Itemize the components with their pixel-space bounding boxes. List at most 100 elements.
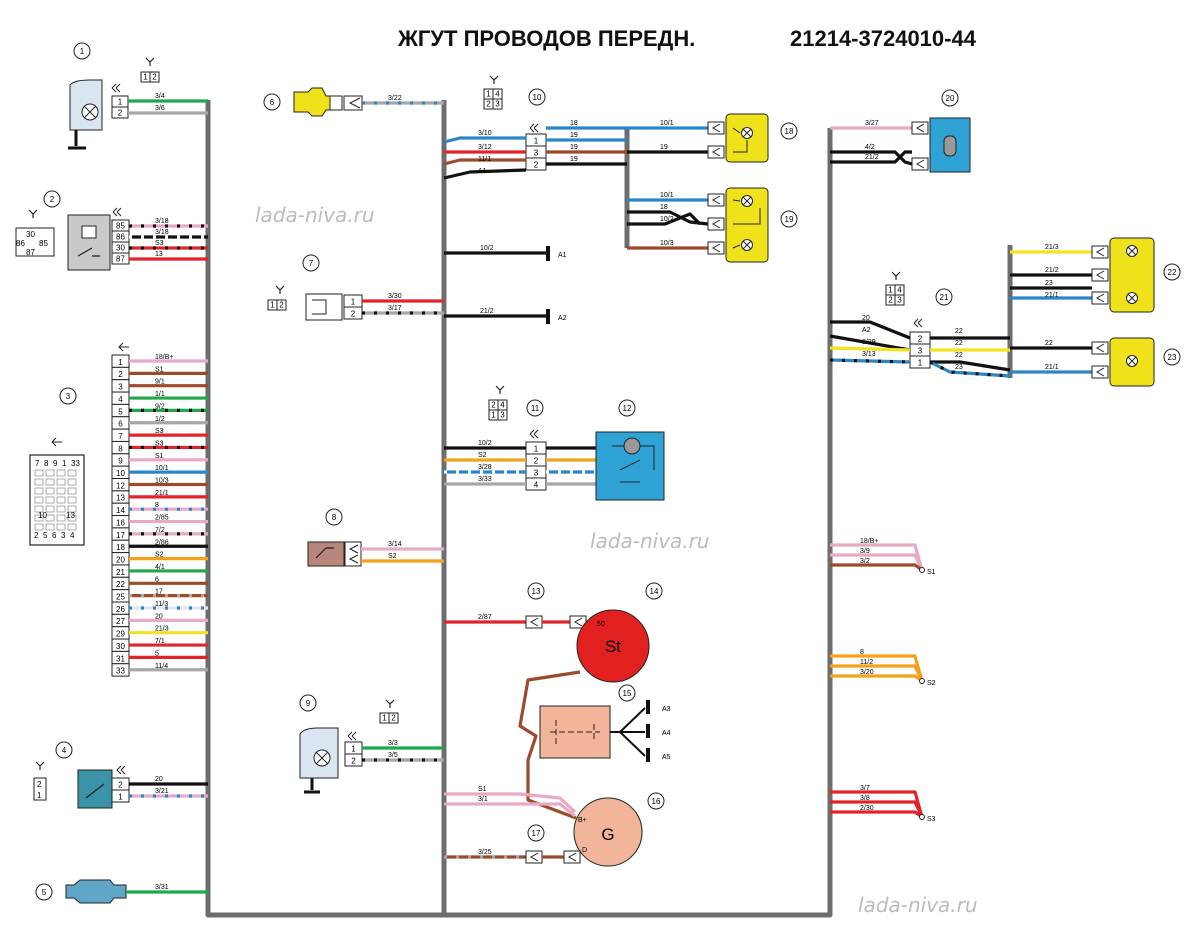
number-circle bbox=[35, 883, 53, 901]
wire-label: 10/3 bbox=[660, 240, 674, 247]
component-number-label: 11 bbox=[531, 404, 540, 413]
connector-fork-icon bbox=[35, 761, 45, 770]
pin-label: 5 bbox=[118, 407, 123, 416]
wire-label: 18 bbox=[570, 120, 578, 127]
pin-label: 1 bbox=[351, 745, 356, 754]
pin-label: 1 bbox=[118, 793, 123, 802]
wire-S2 bbox=[830, 674, 923, 683]
number-circle bbox=[941, 89, 959, 107]
pin-label: 9 bbox=[118, 457, 123, 466]
wire-label: 5 bbox=[155, 650, 159, 657]
component-number-label: 16 bbox=[652, 797, 661, 806]
component-20: 203/274/221/2 bbox=[830, 89, 971, 173]
wire-label: 22 bbox=[955, 328, 963, 335]
socket-pin: 10 bbox=[38, 511, 47, 520]
watermark: lada-niva.ru bbox=[255, 203, 375, 227]
connector-fork-icon bbox=[489, 75, 499, 84]
component-number-label: 15 bbox=[623, 689, 632, 698]
pin-cell bbox=[34, 478, 44, 486]
wire-10-2 bbox=[627, 212, 702, 226]
wire-label: 3/27 bbox=[865, 120, 879, 127]
terminal-socket bbox=[1091, 268, 1109, 282]
pin-cell bbox=[56, 478, 66, 486]
wire-label: 3/28 bbox=[478, 464, 492, 471]
number-circle bbox=[935, 288, 953, 306]
pin-label: 14 bbox=[116, 506, 125, 515]
pin-label: 21 bbox=[116, 568, 125, 577]
number-circle bbox=[1163, 348, 1181, 366]
wire-label: 3/6 bbox=[155, 105, 165, 112]
wire-label: 3/18 bbox=[155, 229, 169, 236]
wire-label: 10/1 bbox=[660, 120, 674, 127]
alternator-pin-label: D bbox=[582, 847, 587, 854]
pin-label: 2 bbox=[534, 161, 539, 170]
pin-cell bbox=[67, 478, 77, 486]
component-number-label: 19 bbox=[785, 215, 794, 224]
wire-label: 20 bbox=[155, 613, 163, 620]
wire-label: 20 bbox=[155, 776, 163, 783]
socket-pin: 1 bbox=[62, 459, 67, 468]
socket-pin: 2 bbox=[37, 780, 42, 789]
connector-4-socket bbox=[33, 777, 47, 801]
wire-label: A1 bbox=[478, 168, 487, 175]
terminal-socket bbox=[707, 145, 725, 159]
wire-label: 3/30 bbox=[388, 293, 402, 300]
component-number: 14 bbox=[645, 582, 663, 600]
wire-label: S2 bbox=[478, 452, 487, 459]
relay-switch-icon bbox=[77, 247, 100, 257]
wire-battery-link bbox=[518, 670, 581, 820]
pin-label: 2 bbox=[152, 73, 157, 82]
socket-pin: 7 bbox=[35, 459, 40, 468]
socket-pin: 6 bbox=[52, 531, 57, 540]
number-circle bbox=[299, 694, 317, 712]
wire-label: 3/2 bbox=[860, 558, 870, 565]
component-number-label: 2 bbox=[50, 195, 55, 204]
starter-pin-label: 50 bbox=[597, 621, 605, 628]
wire-label: 3/31 bbox=[155, 884, 169, 891]
component-number-label: 18 bbox=[785, 127, 794, 136]
wire-label: 10/1 bbox=[660, 192, 674, 199]
wire-label: 8 bbox=[860, 649, 864, 656]
wire-S3 bbox=[830, 800, 924, 818]
watermark: lada-niva.ru bbox=[590, 529, 710, 553]
pin-cell bbox=[67, 505, 77, 513]
terminal-socket-icon bbox=[711, 195, 721, 205]
terminal-arrow-icon bbox=[529, 123, 539, 133]
terminal-socket-icon bbox=[348, 97, 361, 109]
wire-label: 21/3 bbox=[1045, 244, 1059, 251]
lamp-internal-wiring bbox=[732, 127, 748, 153]
wire-label: 7/1 bbox=[155, 638, 165, 645]
wire-label: 2/85 bbox=[155, 515, 169, 522]
pin-cell bbox=[34, 487, 44, 495]
diagram-title: ЖГУТ ПРОВОДОВ ПЕРЕДН. bbox=[397, 26, 695, 51]
component-number-label: 14 bbox=[650, 587, 659, 596]
motor-icon bbox=[623, 437, 641, 455]
wire-label: 3/25 bbox=[478, 849, 492, 856]
pin-cell bbox=[388, 712, 399, 724]
wire-label: S1 bbox=[155, 366, 164, 373]
wire-label: S3 bbox=[155, 428, 164, 435]
number-circle bbox=[645, 582, 663, 600]
component-number-label: 23 bbox=[1168, 353, 1177, 362]
relay-body bbox=[67, 214, 111, 271]
sensor-5-body bbox=[65, 879, 127, 904]
bulb-cross bbox=[315, 751, 329, 765]
pin-label: 6 bbox=[118, 420, 123, 429]
pin-cell bbox=[56, 523, 66, 531]
wire-label: 3/18 bbox=[155, 218, 169, 225]
bulb-cross bbox=[1127, 246, 1137, 256]
pin-label: 1 bbox=[382, 714, 387, 723]
pin-label: 30 bbox=[116, 244, 125, 253]
part-number: 21214-3724010-44 bbox=[790, 26, 977, 51]
component-number: 11 bbox=[526, 399, 544, 417]
wire-label: 3/4 bbox=[155, 93, 165, 100]
pin-label: 18 bbox=[116, 543, 125, 552]
wire-A1 bbox=[443, 168, 527, 180]
terminal-socket bbox=[911, 121, 929, 135]
pin-label: 1 bbox=[351, 298, 356, 307]
pin-cell bbox=[45, 478, 55, 486]
